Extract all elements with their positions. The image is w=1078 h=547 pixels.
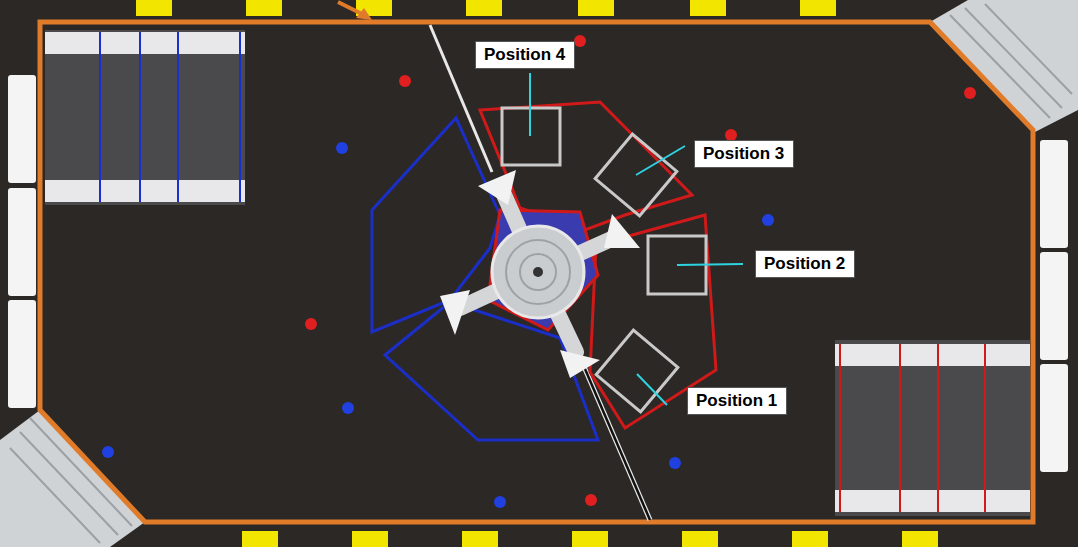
cargo-balls — [102, 35, 976, 508]
position-label: Position 3 — [694, 140, 794, 168]
position-label: Position 1 — [687, 387, 787, 415]
position-text: Position 4 — [484, 45, 566, 65]
position-text: Position 2 — [764, 254, 846, 274]
position-squares — [502, 108, 706, 412]
blue-hangar — [45, 30, 245, 205]
position-text: Position 3 — [703, 144, 785, 164]
tarmac-lines — [372, 102, 716, 440]
position-label: Position 4 — [475, 41, 575, 69]
red-hangar — [835, 340, 1030, 516]
field-border — [40, 22, 1033, 522]
orange-arrowhead — [356, 8, 372, 20]
leader-lines — [530, 73, 743, 405]
position-text: Position 1 — [696, 391, 778, 411]
wall-tabs — [136, 0, 938, 547]
position-label: Position 2 — [755, 250, 855, 278]
hub — [440, 170, 640, 378]
